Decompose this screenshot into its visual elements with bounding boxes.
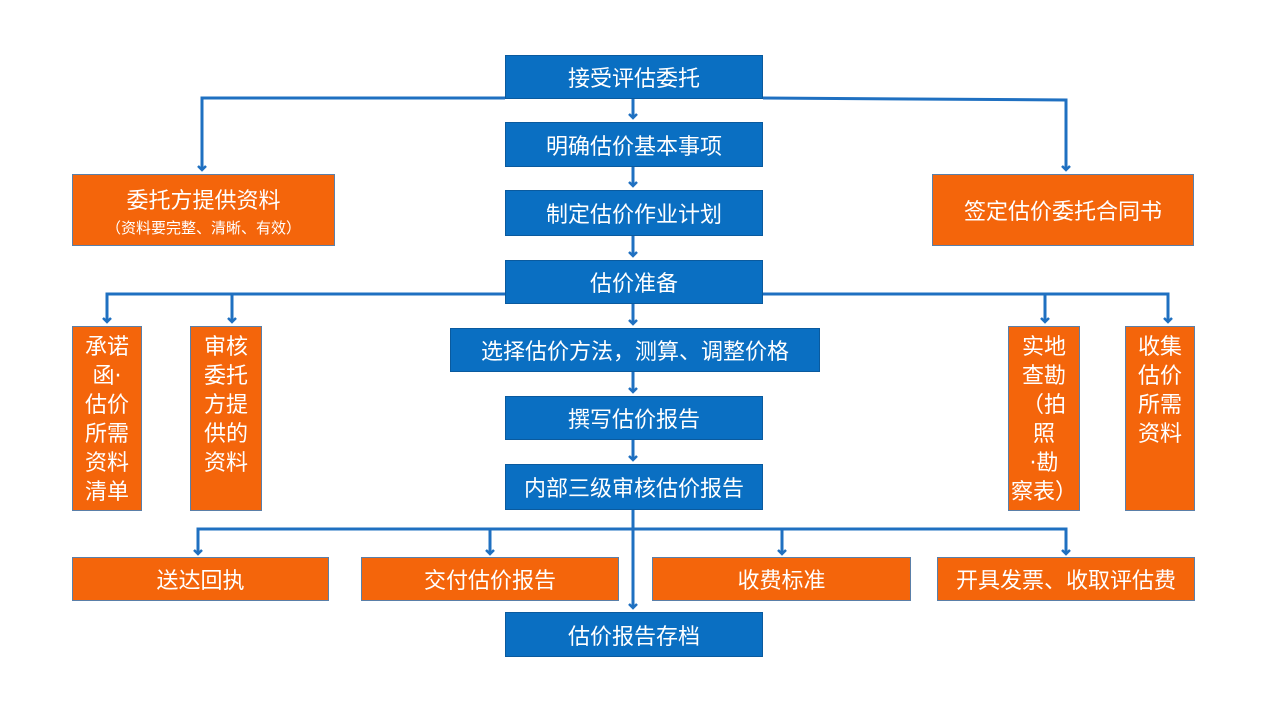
survey-line: 查勘 <box>1021 364 1066 389</box>
internal-review-box: 内部三级审核估价报告 <box>505 464 763 510</box>
internal-review-label: 内部三级审核估价报告 <box>523 477 744 502</box>
client-materials-note: （资料要完整、清晰、有效） <box>105 218 301 237</box>
write-report-box: 撰写估价报告 <box>505 396 763 440</box>
promise-line: 函· <box>92 364 122 389</box>
deliver-report-box: 交付估价报告 <box>361 557 619 601</box>
audit-materials-box: 审核 委托 方提 供的 资料 <box>190 326 262 511</box>
survey-line: 照 <box>1032 422 1055 447</box>
accept-commission-box: 接受评估委托 <box>505 55 763 99</box>
clarify-matters-box: 明确估价基本事项 <box>505 122 763 167</box>
client-materials-label: 委托方提供资料 <box>126 188 281 214</box>
invoice-label: 开具发票、收取评估费 <box>955 569 1176 594</box>
promise-line: 清单 <box>84 480 129 505</box>
collect-line: 估价 <box>1137 364 1182 389</box>
work-plan-label: 制定估价作业计划 <box>545 203 722 228</box>
audit-line: 资料 <box>203 451 248 476</box>
promise-letter-box: 承诺 函· 估价 所需 资料 清单 <box>72 326 142 511</box>
archive-report-box: 估价报告存档 <box>505 612 763 657</box>
select-method-label: 选择估价方法，测算、调整价格 <box>480 340 789 365</box>
invoice-box: 开具发票、收取评估费 <box>937 557 1195 601</box>
promise-line: 承诺 <box>84 335 129 360</box>
fee-standard-label: 收费标准 <box>737 569 826 594</box>
promise-line: 所需 <box>84 422 129 447</box>
audit-line: 委托 <box>203 364 248 389</box>
work-plan-box: 制定估价作业计划 <box>505 190 763 236</box>
site-survey-box: 实地 查勘 （拍 照 ·勘 察表） <box>1008 326 1080 511</box>
client-materials-box: 委托方提供资料 （资料要完整、清晰、有效） <box>72 174 335 246</box>
fee-standard-box: 收费标准 <box>652 557 911 601</box>
audit-line: 供的 <box>203 422 248 447</box>
delivery-receipt-label: 送达回执 <box>156 569 245 594</box>
valuation-prepare-label: 估价准备 <box>589 272 678 297</box>
sign-contract-box: 签定估价委托合同书 <box>932 174 1194 246</box>
survey-line: 实地 <box>1021 335 1066 360</box>
clarify-matters-label: 明确估价基本事项 <box>545 134 722 160</box>
survey-line: （拍 <box>1021 393 1066 418</box>
audit-line: 方提 <box>203 393 248 418</box>
delivery-receipt-box: 送达回执 <box>72 557 329 601</box>
sign-contract-label: 签定估价委托合同书 <box>963 200 1162 225</box>
promise-line: 估价 <box>84 393 129 418</box>
deliver-report-label: 交付估价报告 <box>423 569 556 594</box>
write-report-label: 撰写估价报告 <box>567 408 700 433</box>
survey-line: 察表） <box>1010 480 1077 505</box>
collect-line: 收集 <box>1137 335 1182 360</box>
collect-materials-box: 收集 估价 所需 资料 <box>1125 326 1195 511</box>
audit-line: 审核 <box>203 335 248 360</box>
collect-line: 所需 <box>1137 393 1182 418</box>
accept-commission-label: 接受评估委托 <box>567 67 700 92</box>
collect-line: 资料 <box>1137 422 1182 447</box>
survey-line: ·勘 <box>1029 451 1059 476</box>
promise-line: 资料 <box>84 451 129 476</box>
archive-report-label: 估价报告存档 <box>567 624 700 650</box>
valuation-prepare-box: 估价准备 <box>505 260 763 304</box>
select-method-box: 选择估价方法，测算、调整价格 <box>450 328 820 372</box>
